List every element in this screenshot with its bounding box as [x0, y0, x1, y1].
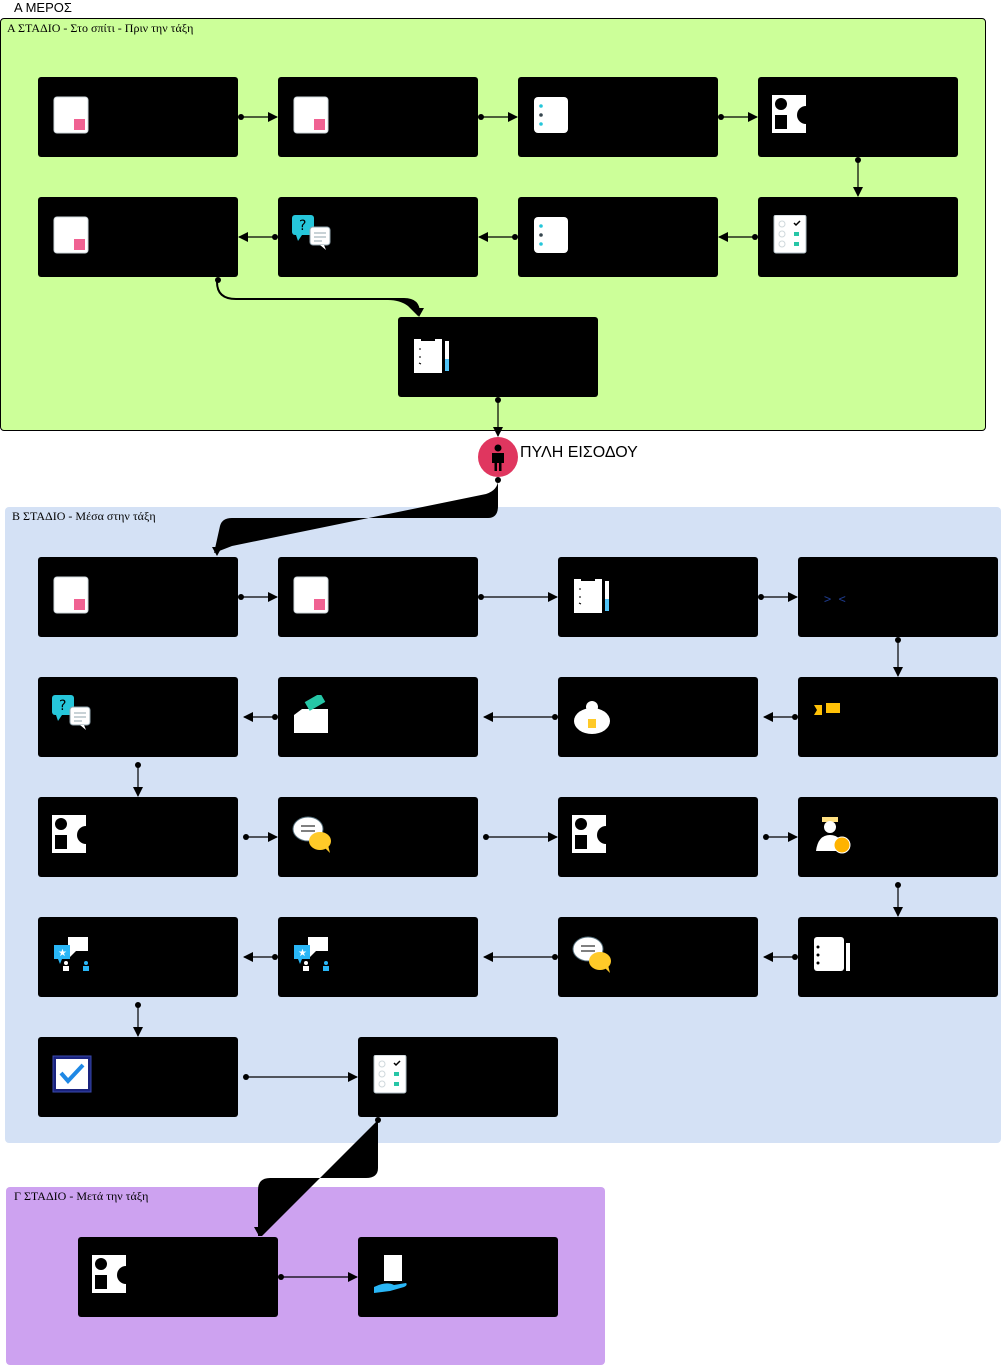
- certificate-check-icon: [52, 1055, 92, 1095]
- node-b2[interactable]: [278, 557, 478, 637]
- piggy-bank-icon: [572, 695, 612, 735]
- checklist-icon: [372, 1054, 412, 1095]
- svg-text:?: ?: [59, 698, 66, 714]
- presentation-icon: ★: [52, 935, 92, 975]
- hand-document-icon: [372, 1255, 412, 1295]
- node-b18[interactable]: [358, 1037, 558, 1117]
- node-a5[interactable]: [758, 197, 958, 277]
- presentation-icon: ★: [292, 935, 332, 975]
- stage-a-label: Α ΣΤΑΔΙΟ - Στο σπίτι - Πριν την τάξη: [7, 21, 194, 35]
- node-a1[interactable]: [38, 77, 238, 157]
- question-chat-icon: ?: [292, 215, 332, 255]
- document-icon: [292, 95, 332, 135]
- node-b13[interactable]: [798, 917, 1003, 1002]
- node-b1[interactable]: [38, 557, 238, 637]
- node-a3[interactable]: [518, 77, 718, 157]
- ballot-box-icon: [292, 693, 332, 735]
- node-b11[interactable]: [558, 797, 763, 882]
- speech-bubbles-icon: [292, 815, 332, 855]
- node-c2[interactable]: [358, 1237, 558, 1317]
- clipboard-icon: [412, 335, 452, 375]
- part-title: Α ΜΕΡΟΣ: [14, 0, 72, 15]
- entry-gate-button[interactable]: [478, 437, 518, 477]
- svg-text:> <: > <: [824, 592, 846, 606]
- node-c1[interactable]: [78, 1237, 278, 1317]
- ticket-icon: [812, 695, 852, 735]
- node-b7[interactable]: [278, 677, 483, 762]
- node-a7[interactable]: ?: [278, 197, 478, 277]
- shapes-icon: [572, 815, 615, 855]
- node-b17[interactable]: [38, 1037, 243, 1122]
- node-a9[interactable]: [398, 317, 598, 397]
- node-b5[interactable]: [798, 677, 1003, 762]
- shapes-icon: [772, 95, 815, 135]
- document-icon: [52, 215, 92, 255]
- document-icon: [52, 95, 92, 135]
- node-b8[interactable]: ?: [38, 677, 243, 762]
- node-b3[interactable]: [558, 557, 758, 637]
- speech-bubbles-icon: [572, 935, 612, 975]
- teacher-coin-icon: [812, 815, 852, 855]
- svg-text:★: ★: [298, 948, 307, 959]
- question-chat-icon: ?: [52, 695, 92, 735]
- node-b6[interactable]: [558, 677, 763, 762]
- list-icon: [532, 95, 572, 135]
- node-a4[interactable]: [758, 77, 958, 157]
- clipboard-icon: [572, 575, 612, 615]
- entry-gate-label: ΠΥΛΗ ΕΙΣΟΔΟΥ: [520, 444, 638, 461]
- document-icon: [52, 575, 92, 615]
- node-b10[interactable]: [278, 797, 483, 882]
- node-a8[interactable]: [38, 197, 238, 277]
- checklist-icon: [772, 214, 812, 255]
- list-icon: [532, 215, 572, 255]
- stage-b-label: Β ΣΤΑΔΙΟ - Μέσα στην τάξη: [12, 509, 156, 523]
- node-b12[interactable]: [798, 797, 1003, 882]
- node-b14[interactable]: [558, 917, 763, 1002]
- node-a6[interactable]: [518, 197, 718, 277]
- node-b9[interactable]: [38, 797, 243, 882]
- stage-c-label: Γ ΣΤΑΔΙΟ - Μετά την τάξη: [14, 1189, 149, 1203]
- svg-text:★: ★: [58, 948, 67, 959]
- shapes-icon: [92, 1255, 135, 1295]
- person-icon: [478, 437, 518, 477]
- notebook-icon: [812, 935, 852, 975]
- node-b16[interactable]: ★: [38, 917, 243, 1002]
- node-b15[interactable]: ★: [278, 917, 483, 1002]
- svg-text:?: ?: [299, 218, 306, 234]
- document-icon: [292, 575, 332, 615]
- code-icon: > <: [812, 575, 852, 615]
- node-b4[interactable]: > <: [798, 557, 998, 637]
- shapes-icon: [52, 815, 95, 855]
- node-a2[interactable]: [278, 77, 478, 157]
